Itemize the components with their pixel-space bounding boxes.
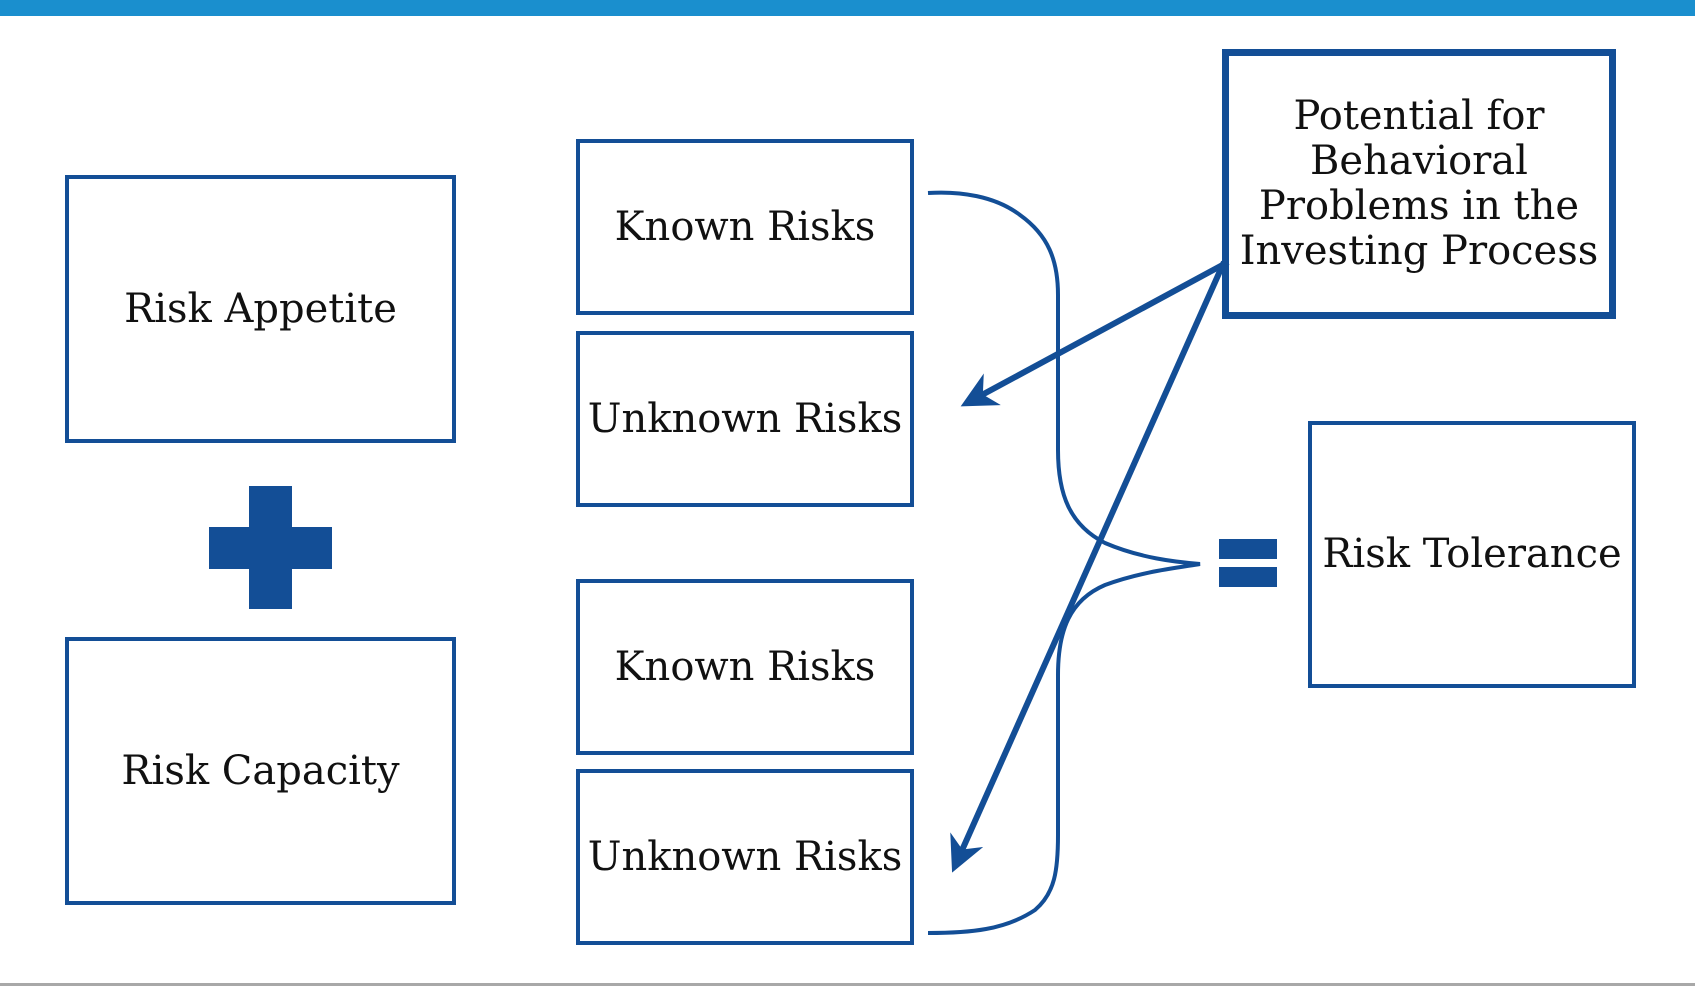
upper-unknown-risks-label: Unknown Risks bbox=[587, 395, 903, 442]
plus-icon-horizontal bbox=[209, 527, 332, 569]
risk-appetite-label: Risk Appetite bbox=[124, 285, 397, 332]
risk-tolerance-box: Risk Tolerance bbox=[1308, 421, 1636, 688]
arrow-to-lower-unknown-risks bbox=[950, 260, 1227, 873]
bottom-divider bbox=[0, 983, 1695, 986]
behavioral-line-3: Problems in the bbox=[1258, 183, 1580, 229]
upper-unknown-risks-box: Unknown Risks bbox=[576, 331, 914, 507]
behavioral-line-1: Potential for bbox=[1293, 93, 1545, 139]
grouping-brace bbox=[927, 190, 1201, 935]
risk-capacity-label: Risk Capacity bbox=[121, 747, 400, 794]
upper-known-risks-box: Known Risks bbox=[576, 139, 914, 315]
upper-known-risks-label: Known Risks bbox=[614, 203, 876, 250]
arrow-to-upper-unknown-risks bbox=[960, 259, 1230, 407]
risk-tolerance-label: Risk Tolerance bbox=[1322, 531, 1622, 577]
risk-appetite-box: Risk Appetite bbox=[65, 175, 456, 443]
behavioral-line-4: Investing Process bbox=[1239, 228, 1599, 274]
lower-unknown-risks-label: Unknown Risks bbox=[587, 833, 903, 880]
lower-known-risks-box: Known Risks bbox=[576, 579, 914, 755]
lower-unknown-risks-box: Unknown Risks bbox=[576, 769, 914, 945]
equals-icon-top-bar bbox=[1219, 539, 1277, 559]
risk-capacity-box: Risk Capacity bbox=[65, 637, 456, 905]
lower-known-risks-label: Known Risks bbox=[614, 643, 876, 690]
behavioral-line-2: Behavioral bbox=[1310, 138, 1528, 184]
behavioral-problems-box: Potential for Behavioral Problems in the… bbox=[1222, 49, 1616, 319]
top-accent-bar bbox=[0, 0, 1695, 16]
equals-icon-bottom-bar bbox=[1219, 567, 1277, 587]
behavioral-problems-text: Potential for Behavioral Problems in the… bbox=[1240, 94, 1599, 274]
